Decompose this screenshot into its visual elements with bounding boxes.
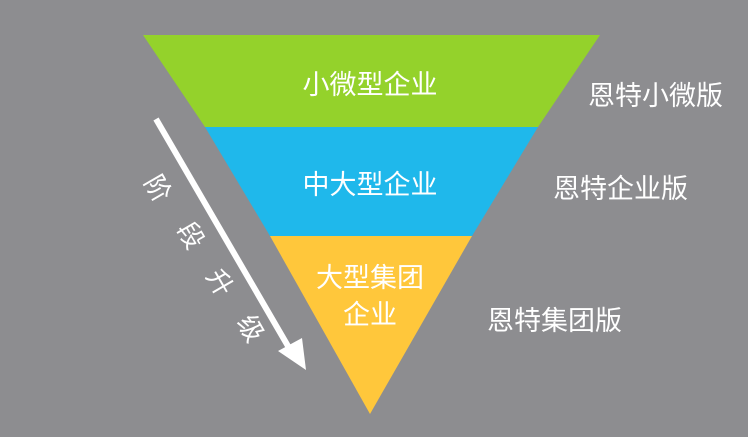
edition-label-group: 恩特集团版 (487, 306, 622, 337)
arrow-label-char-3: 升 (199, 264, 238, 302)
arrow-label-char-2: 段 (170, 217, 209, 255)
tier-group-label-line1: 大型集团 (316, 263, 424, 294)
down-right-arrow-icon (153, 117, 306, 370)
edition-label-enterprise: 恩特企业版 (553, 174, 688, 205)
tier-mid-large-label: 中大型企业 (303, 170, 438, 201)
arrow-shaft (153, 117, 295, 355)
arrow-label-char-4: 级 (230, 310, 269, 348)
tier-group (270, 236, 472, 414)
tier-small-micro-label: 小微型企业 (303, 70, 438, 101)
tier-mid-large (205, 127, 538, 236)
tier-group-label-line2: 企业 (343, 300, 397, 331)
tier-small-micro (143, 35, 600, 127)
edition-label-small-micro: 恩特小微版 (588, 81, 723, 112)
arrow-label-char-1: 阶 (137, 170, 176, 208)
arrow-head (278, 338, 306, 370)
